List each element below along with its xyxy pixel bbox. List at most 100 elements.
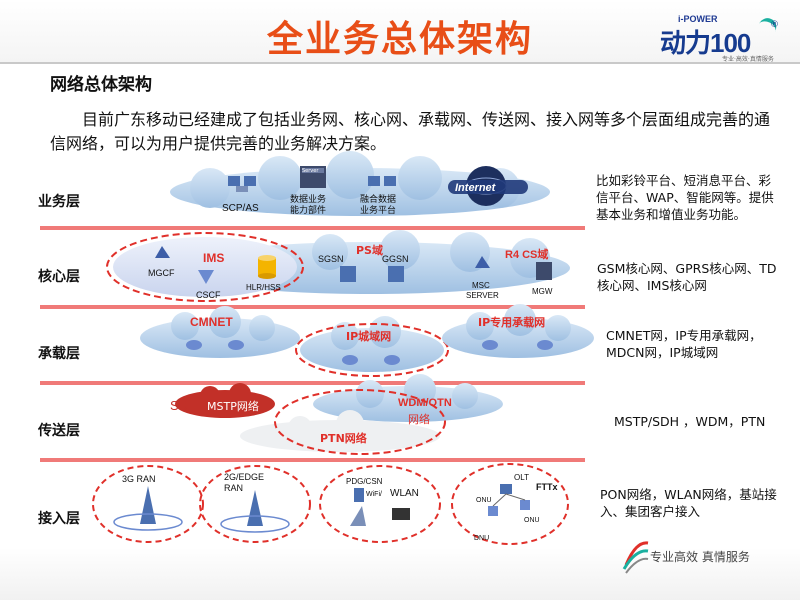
wdm-cloud [313,374,503,422]
mgw-label: MGW [532,287,553,296]
logo-subtitle: 专业·高效·真情服务 [722,56,774,63]
router-icon [537,340,553,350]
mgcf-icon [155,246,170,258]
router-icon [228,340,244,350]
layer-label-service: 业务层 [38,194,80,210]
header-divider [0,62,800,64]
layer-separator [40,381,585,385]
data-platform-label-2: 能力部件 [290,204,326,216]
header-band [0,0,800,62]
onu-label-1: ONU [476,497,492,504]
layer-desc-transport: MSTP/SDH ，WDM，PTN [614,414,766,429]
olt-icon [500,484,512,494]
g3-label: 3G RAN [122,474,156,484]
laptop-icon [392,508,410,520]
base-station-icon [113,486,183,531]
router-icon [384,355,400,365]
scp-label: SCP/AS [222,203,259,214]
mstp-label: MSTP网络 [207,399,259,413]
fiber-link [492,493,507,507]
footer-band [0,548,800,600]
antenna-icon [350,506,366,526]
page-title: 全业务总体架构 [266,19,533,60]
wdm-label-2: 网络 [408,412,430,426]
olt-label: OLT [514,473,529,482]
pdg-label: PDG/CSN [346,477,383,486]
fttx-label: FTTx [536,482,558,492]
layer-label-bearer: 承载层 [38,346,80,362]
server-tag: Server [302,168,319,174]
sgsn-switch-icon [340,266,356,282]
onu-icon [520,500,530,510]
msc-icon [475,256,490,268]
layer-label-transport: 传送层 [38,423,80,439]
mgw-icon [536,262,552,280]
cmnet-label: CMNET [190,315,233,329]
layer-separator [40,226,585,230]
access-point-icon [354,488,364,502]
scp-server-icon [228,176,256,192]
cscf-icon [198,270,214,284]
g2-label: 2G/EDGE [224,472,264,482]
footer-slogan: 专业高效 真情服务 [650,550,750,564]
layer-desc-access: PON网络，WLAN网络，基站接入、集团客户接入 [600,487,777,519]
metro-label: IP城域网 [346,329,391,343]
sgsn-label: SGSN [318,254,344,264]
ip-bearer-cloud [442,304,594,358]
intro-paragraph: 目前广东移动已经建成了包括业务网、核心网、承载网、传送网、接入网等多个层面组成完… [50,110,771,153]
ims-dashed-ring [106,232,304,302]
mstp-cloud [175,383,275,418]
data-server-icon [300,166,326,188]
r4-domain-label: R4 CS域 [505,247,548,261]
registered-mark-icon: ® [770,20,779,30]
access-pon-ring [451,463,569,545]
onu-label-2: ONU [524,517,540,524]
fiber-link [505,493,526,501]
msc-label: MSC [472,281,490,290]
ims-label: IMS [203,251,224,265]
wdm-label: WDM/OTN [398,397,452,409]
router-icon [342,355,358,365]
ptn-label: PTN网络 [320,431,367,445]
layer-desc-core: GSM核心网、GPRS核心网、TD核心网、IMS核心网 [597,261,777,293]
logo-tagline: i-POWER [678,14,718,24]
hlr-label: HLR/HSS [246,283,281,292]
base-station-icon [220,490,290,533]
onu-icon [488,506,498,516]
ip-bearer-label: IP专用承载网 [478,315,545,329]
access-wlan-ring [319,465,441,543]
metro-dashed-ring [295,323,449,377]
footer-swoosh-icon [622,541,649,574]
hlr-database-icon [258,255,276,279]
wifi-label: WiFi/ [366,491,382,498]
wlan-label: WLAN [390,488,419,499]
mgcf-label: MGCF [148,268,175,278]
g2-label-2: RAN [224,483,243,493]
internet-label: Internet [455,182,497,194]
router-icon [482,340,498,350]
dnu-label: DNU [474,535,489,542]
fusion-server-icon [368,176,396,186]
router-icon [186,340,202,350]
layer-label-core: 核心层 [38,269,80,285]
fusion-platform-label-2: 业务平台 [360,204,396,216]
data-platform-label-1: 数据业务 [290,193,326,205]
msc-server-label: SERVER [466,291,499,300]
ggsn-label: GGSN [382,254,409,264]
section-subtitle: 网络总体架构 [50,75,152,95]
layer-desc-bearer: CMNET网，IP专用承载网，MDCN网，IP城域网 [606,328,762,360]
ggsn-switch-icon [388,266,404,282]
cmnet-cloud [140,306,300,358]
ptn-cloud [240,410,440,452]
layer-label-access: 接入层 [38,511,80,527]
access-2g-ring [199,465,311,543]
layer-separator [40,305,585,309]
internet-globe-icon [448,166,528,206]
layer-desc-service: 比如彩铃平台、短消息平台、彩信平台、WAP、智能网等。提供基本业务和增值业务功能… [596,173,774,222]
ps-domain-label: PS域 [356,243,383,257]
logo-wordmark: 动力100 [660,28,751,58]
access-3g-ring [92,465,204,543]
company-logo: i-POWER 动力100 ® 专业·高效·真情服务 [660,14,780,63]
cscf-label: CSCF [196,290,221,300]
